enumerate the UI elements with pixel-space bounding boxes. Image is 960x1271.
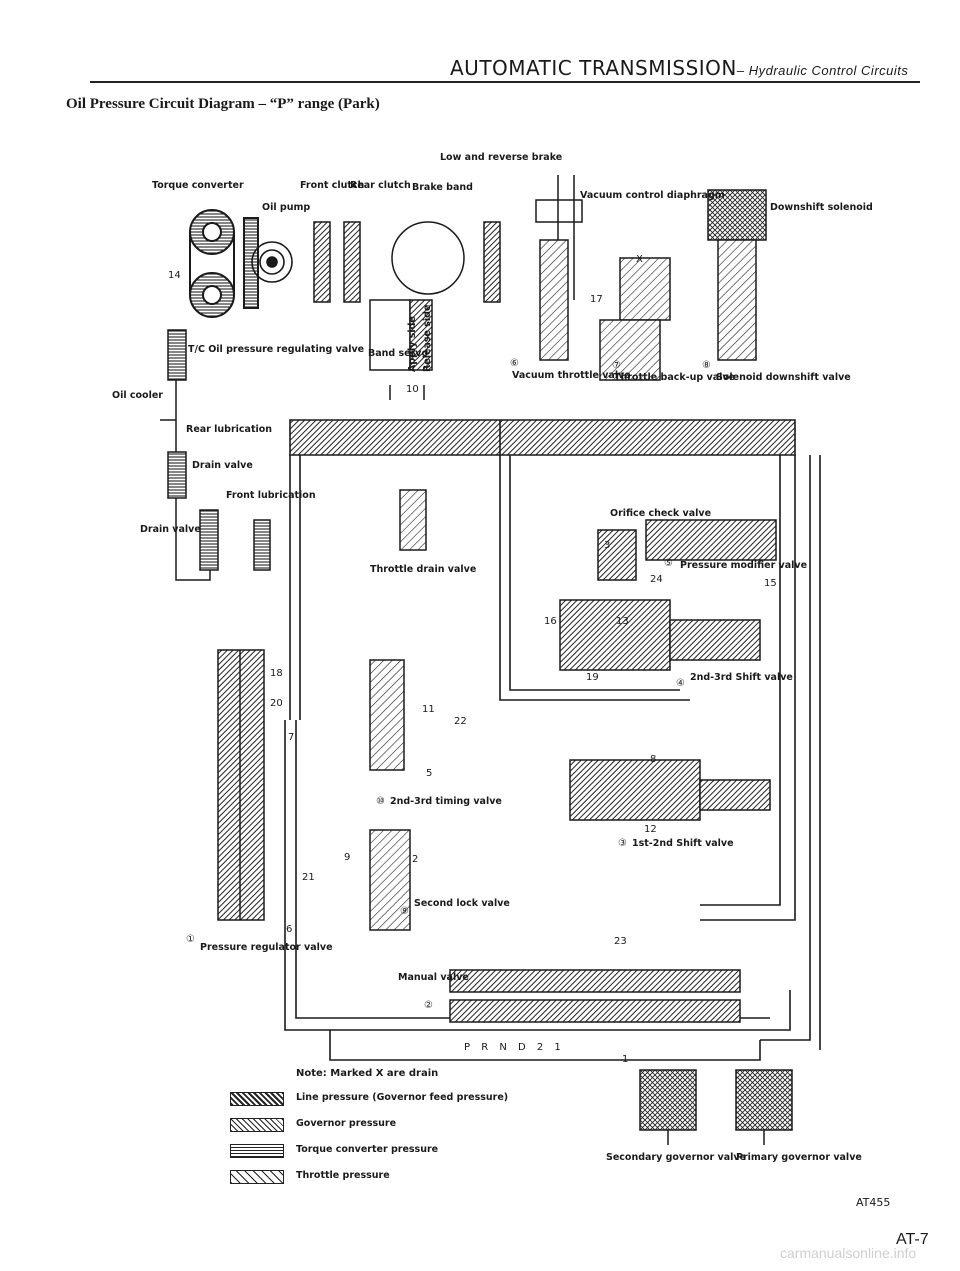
legend-swatch [230, 1092, 284, 1106]
orifice-check-label: Orifice check valve [610, 508, 711, 519]
torque-converter [189, 209, 259, 318]
line-number-17: 17 [590, 294, 603, 305]
page-number: AT-7 [896, 1231, 929, 1248]
valve-marker-7: ⑦ [612, 360, 621, 371]
line-number-3: 3 [604, 540, 610, 551]
drain-valve-upper-label: Drain valve [192, 460, 253, 471]
line-number-12: 12 [644, 824, 657, 835]
legend-governor-pressure: Governor pressure [230, 1118, 630, 1132]
shift-12-label: 1st-2nd Shift valve [632, 838, 734, 849]
secondary-governor-label: Secondary governor valve [606, 1152, 746, 1163]
diagram-title: Oil Pressure Circuit Diagram – “P” range… [66, 96, 380, 112]
line-number-labels: 1 2 3 5 6 7 8 9 10 11 12 13 14 15 16 17 … [168, 254, 777, 1065]
valve-number-markers: ① ② ③ ④ ⑤ ⑥ ⑦ ⑧ ⑨ ⑩ [186, 358, 711, 1011]
regulator-and-manual [217, 649, 741, 1023]
line-number-8: 8 [650, 754, 656, 765]
solenoid-downshift-label: Solenoid downshift valve [716, 372, 851, 383]
line-number-20: 20 [270, 698, 283, 709]
valve-marker-8: ⑧ [702, 360, 711, 371]
component-labels: Torque converter Front clutch Rear clutc… [112, 152, 873, 1163]
vacuum-and-downshift [535, 175, 767, 381]
throttle-drain-label: Throttle drain valve [370, 564, 476, 575]
line-number-10: 10 [406, 384, 419, 395]
line-number-23: 23 [614, 936, 627, 947]
tc-valve-label: T/C Oil pressure regulating valve [188, 344, 364, 355]
header-subtitle: – Hydraulic Control Circuits [736, 63, 909, 78]
shift-23-label: 2nd-3rd Shift valve [690, 672, 793, 683]
figure-id: AT455 [856, 1196, 891, 1209]
valve-marker-1: ① [186, 934, 195, 945]
downshift-solenoid-label: Downshift solenoid [770, 202, 873, 213]
pressure-regulator-label: Pressure regulator valve [200, 942, 333, 953]
rear-clutch-label: Rear clutch [350, 180, 411, 191]
governor-valves [639, 1069, 793, 1145]
apply-side-label: Apply side [407, 316, 418, 372]
watermark: carmanualsonline.info [780, 1245, 917, 1261]
valve-marker-9: ⑨ [400, 906, 409, 917]
legend-throttle-pressure: Throttle pressure [230, 1170, 630, 1184]
line-number-22: 22 [454, 716, 467, 727]
tc-pressure-regulating-valve [160, 329, 271, 581]
rear-lubrication-label: Rear lubrication [186, 424, 272, 435]
legend-swatch [230, 1170, 284, 1184]
line-number-24: 24 [650, 574, 663, 585]
legend-label: Governor pressure [296, 1118, 397, 1129]
line-number-2: 2 [412, 854, 418, 865]
pressure-modifier-label: Pressure modifier valve [680, 560, 807, 571]
timing-23-label: 2nd-3rd timing valve [390, 796, 502, 807]
line-number-5: 5 [426, 768, 432, 779]
header-title: AUTOMATIC TRANSMISSION– Hydraulic Contro… [450, 56, 909, 80]
valve-marker-3: ③ [618, 838, 627, 849]
drain-note: Note: Marked X are drain [296, 1068, 439, 1079]
range-letters: P R N D 2 1 [464, 1042, 565, 1053]
clutch-assemblies [313, 221, 501, 400]
line-number-16: 16 [544, 616, 557, 627]
line-number-21: 21 [302, 872, 315, 883]
drain-valve-lower-label: Drain valve [140, 524, 201, 535]
vacuum-control-label: Vacuum control diaphragm [580, 190, 725, 201]
oil-pump-label: Oil pump [262, 202, 310, 213]
valve-marker-2: ② [424, 1000, 433, 1011]
legend-label: Torque converter pressure [296, 1144, 439, 1155]
valve-marker-10: ⑩ [376, 796, 385, 807]
front-lubrication-label: Front lubrication [226, 490, 316, 501]
line-number-1: 1 [622, 1054, 628, 1065]
legend-label: Line pressure (Governor feed pressure) [296, 1092, 509, 1103]
line-number-11: 11 [422, 704, 435, 715]
primary-governor-label: Primary governor valve [736, 1152, 862, 1163]
line-number-6: 6 [286, 924, 292, 935]
drain-marker: X [636, 254, 643, 265]
shift-valves [369, 489, 777, 931]
legend-torque-converter-pressure: Torque converter pressure [230, 1144, 630, 1158]
manual-valve-label: Manual valve [398, 972, 469, 983]
line-pressure-passages [284, 419, 821, 1061]
line-number-13: 13 [616, 616, 629, 627]
release-side-label: Release side [422, 305, 433, 372]
line-number-14: 14 [168, 270, 181, 281]
vacuum-throttle-label: Vacuum throttle valve [512, 370, 631, 381]
legend-line-pressure: Line pressure (Governor feed pressure) [230, 1092, 630, 1106]
brake-band-label: Brake band [412, 182, 473, 193]
legend-swatch [230, 1144, 284, 1158]
front-clutch-label: Front clutch [300, 180, 365, 191]
throttle-backup-label: Throttle back-up valve [614, 372, 735, 383]
line-number-7: 7 [288, 732, 294, 743]
band-servo-label: Band servo [368, 348, 428, 359]
line-number-19: 19 [586, 672, 599, 683]
torque-converter-label: Torque converter [152, 180, 244, 191]
line-number-18: 18 [270, 668, 283, 679]
valve-marker-4: ④ [676, 678, 685, 689]
oil-pump [251, 241, 293, 283]
legend-swatch [230, 1118, 284, 1132]
line-number-15: 15 [764, 578, 777, 589]
oil-cooler-label: Oil cooler [112, 390, 163, 401]
line-number-9: 9 [344, 852, 350, 863]
legend-label: Throttle pressure [296, 1170, 390, 1181]
valve-marker-6: ⑥ [510, 358, 519, 369]
second-lock-label: Second lock valve [414, 898, 510, 909]
low-reverse-brake-label: Low and reverse brake [440, 152, 562, 163]
header-rule [90, 81, 920, 83]
valve-marker-5: ⑤ [664, 558, 673, 569]
